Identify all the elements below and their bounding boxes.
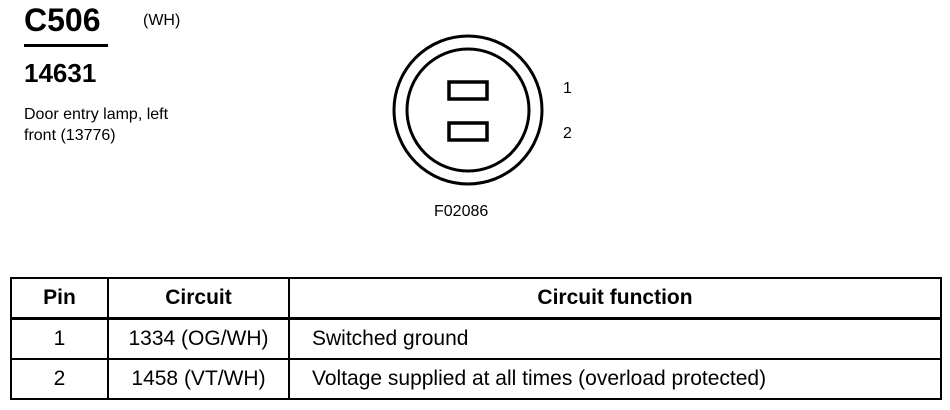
header-circuit-function: Circuit function [288, 277, 942, 320]
cell-circuit: 1334 (OG/WH) [107, 317, 290, 360]
connector-face-svg [392, 34, 544, 186]
connector-id: C506 [24, 2, 101, 38]
connector-outer-ring [392, 34, 544, 186]
cell-circuit-function: Switched ground [288, 317, 942, 360]
header-pin: Pin [10, 277, 109, 320]
connector-underline [24, 44, 108, 47]
description-line-1: Door entry lamp, left [24, 106, 169, 123]
header-circuit: Circuit [107, 277, 290, 320]
connector-color: (WH) [143, 12, 181, 29]
table-header-row: Pin Circuit Circuit function [10, 277, 942, 320]
cell-pin: 2 [10, 358, 109, 400]
pin-label-1: 1 [563, 80, 572, 97]
table-row: 1 1334 (OG/WH) Switched ground [10, 317, 942, 360]
table-row: 2 1458 (VT/WH) Voltage supplied at all t… [10, 358, 942, 400]
pin-label-2: 2 [563, 125, 572, 142]
connector-face-diagram: 1 2 [390, 30, 590, 200]
cell-pin: 1 [10, 317, 109, 360]
part-number: 14631 [24, 58, 97, 88]
description-line-2: front (13776) [24, 127, 116, 144]
terminal-cavity-2 [447, 121, 489, 142]
pin-table: Pin Circuit Circuit function 1 1334 (OG/… [10, 277, 942, 400]
cell-circuit-function: Voltage supplied at all times (overload … [288, 358, 942, 400]
connector-inner-ring [405, 47, 531, 173]
cell-circuit: 1458 (VT/WH) [107, 358, 290, 400]
terminal-cavity-1 [447, 80, 489, 101]
connector-description: Door entry lamp, left front (13776) [24, 104, 168, 146]
figure-id: F02086 [434, 203, 489, 220]
